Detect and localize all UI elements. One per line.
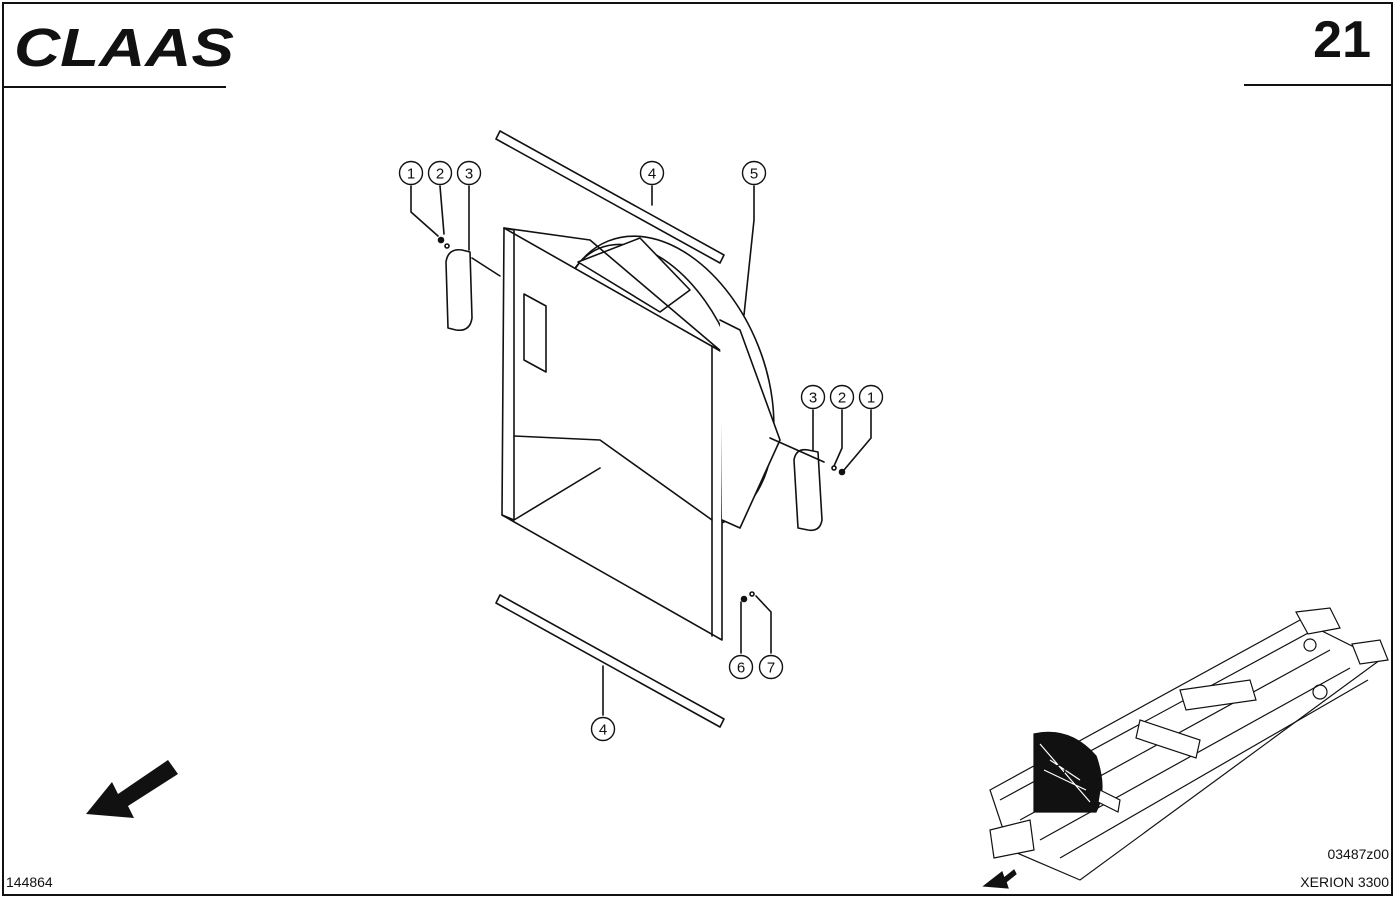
claas-logo: CLAAS [14,18,236,78]
callout-2b: 2 [829,384,855,410]
leader-plate-left [471,257,501,277]
leader-2a [439,185,445,235]
callout-2a: 2 [427,160,453,186]
callout-5-label: 5 [750,166,758,183]
callout-3b-label: 3 [809,390,817,407]
callout-4a-label: 4 [648,166,656,183]
brand-wordmark: CLAAS [14,22,234,70]
callout-4a: 4 [639,160,665,186]
callout-2a-label: 2 [436,166,444,183]
screw-right [838,468,846,476]
claas-logo-graphic: CLAAS [14,18,234,78]
cover-plate-right [793,448,823,532]
screw-left [437,236,445,244]
callout-1a-label: 1 [407,166,415,183]
screw-bottom [740,595,748,603]
shroud-side-bracket [719,319,781,529]
leader-plate-right [769,437,825,463]
header-rule-right [1244,84,1393,86]
seal-strip-top [495,130,725,264]
callout-7-label: 7 [767,660,775,677]
callout-6-label: 6 [737,660,745,677]
header-rule-left [4,86,226,88]
page-number: 21 [1313,11,1371,69]
model-name: XERION 3300 [1300,874,1389,890]
drawing-code: 03487z00 [1327,846,1389,862]
callout-3b: 3 [800,384,826,410]
washer-bottom [749,591,755,597]
callout-1b-label: 1 [867,390,875,407]
document-number: 144864 [6,874,53,890]
direction-arrow-icon [86,760,178,818]
cover-plate-left [445,248,473,332]
callout-3a: 3 [456,160,482,186]
frame-top-edge [503,227,723,353]
callout-6: 6 [728,654,754,680]
leader-1a [410,185,439,237]
washer-left [444,243,450,249]
callout-7: 7 [758,654,784,680]
frame-inner-line [513,435,713,521]
frame-overview-icon [982,607,1389,889]
frame-panel [501,227,723,641]
callout-4b-label: 4 [599,722,607,739]
leader-1b [843,409,872,471]
leader-5 [743,185,755,316]
shroud-top-bracket [577,237,691,313]
callout-4b: 4 [590,716,616,742]
left-cutout [523,293,547,373]
callout-1b: 1 [858,384,884,410]
callout-1a: 1 [398,160,424,186]
callout-5: 5 [741,160,767,186]
leader-7 [755,595,772,654]
callout-3a-label: 3 [465,166,473,183]
seal-strip-bottom [495,594,725,728]
frame-inner-diagonal [513,467,601,521]
leader-2b [833,409,843,467]
callout-2b-label: 2 [838,390,846,407]
